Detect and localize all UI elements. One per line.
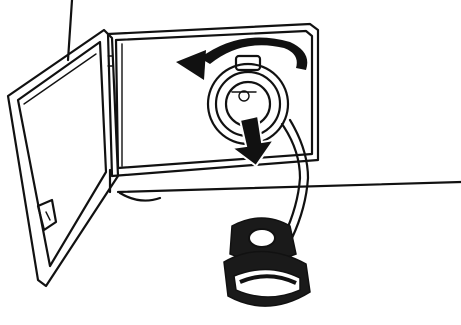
machine-body bbox=[68, 0, 461, 201]
filter-cap bbox=[224, 218, 310, 306]
drain-hose bbox=[282, 120, 308, 238]
open-service-door bbox=[8, 30, 118, 286]
